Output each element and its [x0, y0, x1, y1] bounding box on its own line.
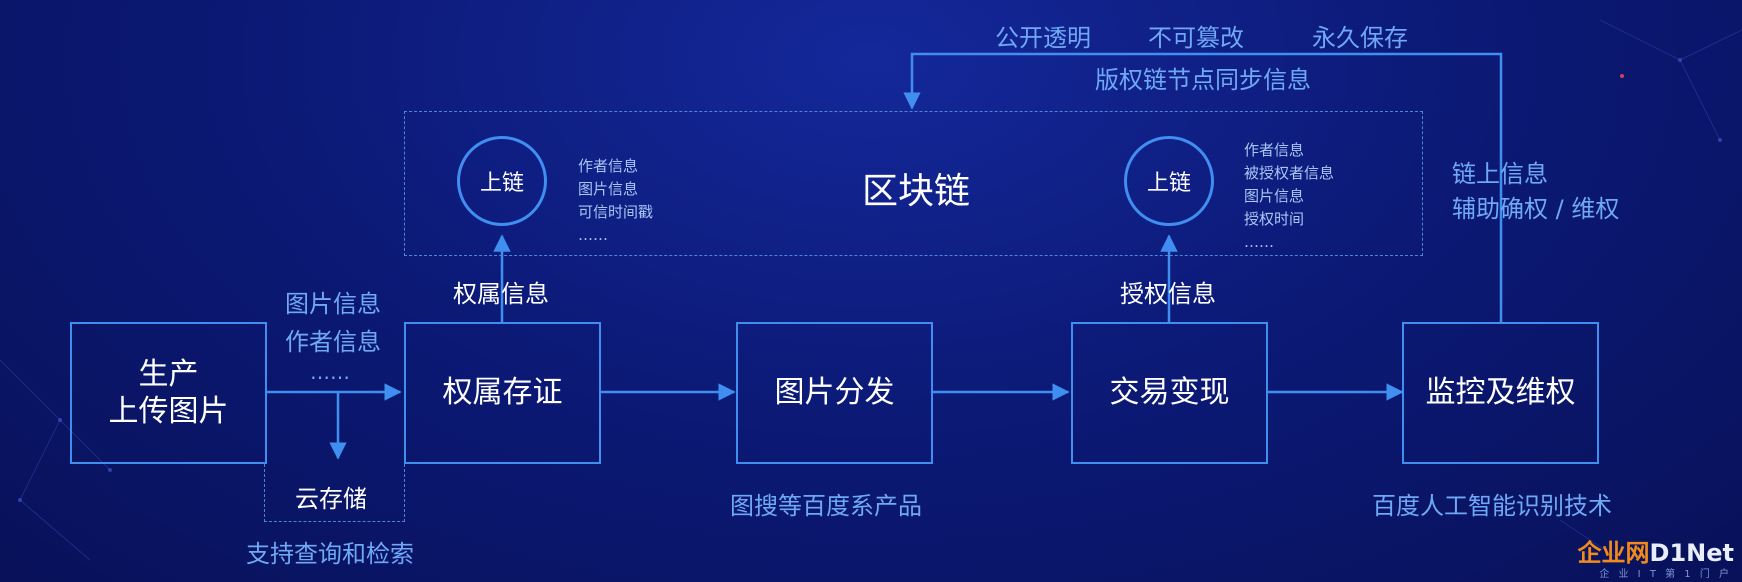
label-input-ellipsis: ……	[310, 360, 350, 384]
list-item: 作者信息	[1244, 141, 1305, 159]
chain-node-left-label: 上链	[479, 171, 524, 196]
list-item: 作者信息	[578, 157, 639, 175]
label-input-image-info: 图片信息	[285, 290, 381, 318]
box-ownership-label: 权属存证	[442, 375, 563, 411]
assist-rights-label: 辅助确权 / 维权	[1452, 195, 1620, 223]
blockchain-title: 区块链	[862, 171, 971, 212]
caption-monitor: 百度人工智能识别技术	[1372, 492, 1612, 520]
box-produce-line1: 生产	[138, 356, 199, 392]
cloud-storage-box	[264, 464, 405, 522]
box-produce-upload: 生产 上传图片	[70, 322, 267, 464]
chain-node-left: 上链	[457, 136, 547, 226]
onchain-info-label: 链上信息	[1452, 160, 1548, 188]
label-ownership-info: 权属信息	[453, 280, 549, 308]
cloud-storage-caption: 支持查询和检索	[246, 540, 414, 568]
feedback-loop	[903, 52, 1503, 322]
chain-node-left-items: 作者信息 图片信息 可信时间戳 ……	[578, 155, 653, 247]
label-license-info: 授权信息	[1120, 280, 1216, 308]
list-item: ……	[578, 226, 608, 244]
watermark-logo: 企业网D1Net	[1578, 533, 1734, 568]
label-transparent: 公开透明	[995, 24, 1091, 52]
list-item: 可信时间戳	[578, 203, 654, 221]
list-item: 图片信息	[578, 180, 639, 198]
watermark-part2: D1Net	[1649, 539, 1734, 567]
box-produce-line2: 上传图片	[108, 394, 229, 429]
chain-node-right-label: 上链	[1146, 171, 1191, 196]
label-permanent: 永久保存	[1312, 24, 1408, 52]
chain-node-right-items: 作者信息 被授权者信息 图片信息 授权时间 ……	[1244, 139, 1334, 254]
box-monetize-label: 交易变现	[1109, 375, 1230, 411]
box-trade-monetize: 交易变现	[1071, 322, 1268, 464]
blockchain-region	[404, 111, 1423, 256]
list-item: ……	[1244, 233, 1274, 251]
box-distribute-label: 图片分发	[774, 375, 895, 411]
box-image-distribution: 图片分发	[736, 322, 933, 464]
box-monitor-label: 监控及维权	[1425, 375, 1576, 411]
label-node-sync: 版权链节点同步信息	[1095, 66, 1311, 94]
list-item: 被授权者信息	[1244, 164, 1335, 182]
list-item: 授权时间	[1244, 210, 1305, 228]
caption-distribute: 图搜等百度系产品	[730, 492, 922, 520]
watermark-part1: 企业网	[1577, 539, 1650, 567]
label-immutable: 不可篡改	[1148, 24, 1244, 52]
watermark-sub: 企 业 I T 第 1 门 户	[1599, 569, 1732, 580]
label-input-author-info: 作者信息	[285, 328, 381, 356]
box-ownership-proof: 权属存证	[404, 322, 601, 464]
chain-node-right: 上链	[1124, 136, 1214, 226]
cloud-storage-label: 云存储	[295, 485, 367, 513]
list-item: 图片信息	[1244, 187, 1305, 205]
box-monitor-rights: 监控及维权	[1402, 322, 1599, 464]
